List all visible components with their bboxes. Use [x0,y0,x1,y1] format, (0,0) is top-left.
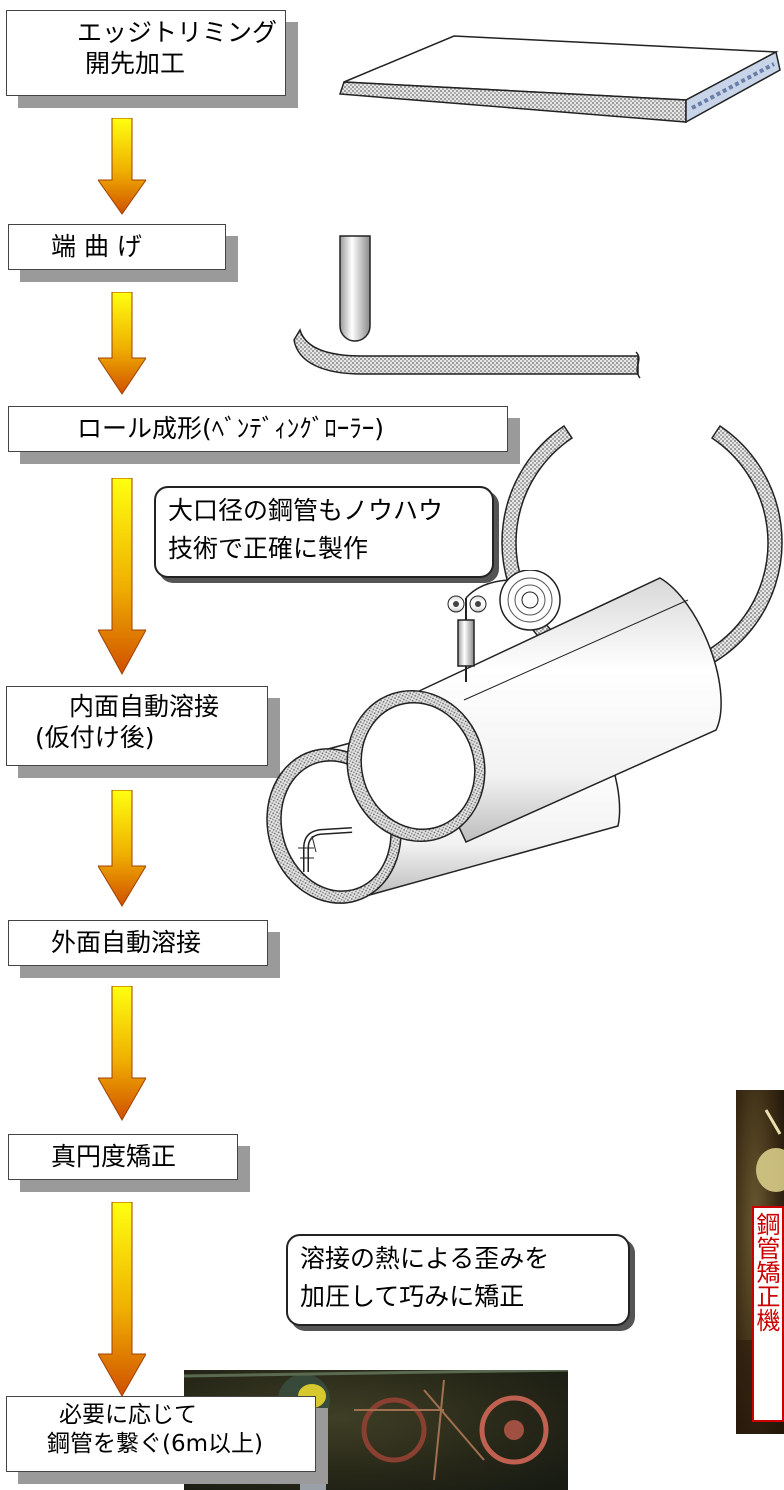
note-line: 加圧して巧みに矯正 [300,1281,525,1311]
step-end-bending: 端 曲 げ [8,224,226,270]
flow-arrow [98,118,146,215]
step-label: 端 曲 げ [51,232,142,261]
photo-caption: 鋼管矯正機 [752,1206,784,1422]
outer-welding-pipe-illustration [346,570,722,843]
wire-reel [499,570,561,631]
step-label: ロール成形(ﾍﾞﾝﾃﾞｨﾝｸﾞﾛｰﾗｰ) [77,414,385,443]
step-outer-welding: 外面自動溶接 [8,920,268,966]
flow-arrow [98,790,146,907]
step-inner-welding: 内面自動溶接 (仮付け後) [6,686,268,766]
step-roundness-correction: 真円度矯正 [8,1134,238,1180]
step-label: 鋼管を繋ぐ(6m以上) [47,1430,263,1457]
step-label: 開先加工 [85,49,186,79]
step-label: 外面自動溶接 [51,928,202,957]
steel-plate-illustration [338,35,781,124]
welding-torch [447,579,509,682]
note-large-diameter: 大口径の鋼管もノウハウ 技術で正確に製作 [154,486,494,578]
flow-arrow [98,478,146,676]
note-line: 大口径の鋼管もノウハウ [168,496,444,525]
step-label: (仮付け後) [35,723,155,753]
step-label: 真円度矯正 [51,1142,177,1171]
flow-arrow [98,292,146,395]
step-roll-forming: ロール成形(ﾍﾞﾝﾃﾞｨﾝｸﾞﾛｰﾗｰ) [8,406,508,452]
step-label: 内面自動溶接 [69,692,220,721]
step-label: エッジトリミング [77,18,278,47]
step-label: 必要に応じて [59,1402,197,1428]
flow-arrow [98,986,146,1122]
end-bending-illustration [293,235,641,379]
flow-arrow [98,1202,146,1398]
note-heat-distortion: 溶接の熱による歪みを 加圧して巧みに矯正 [286,1234,630,1326]
note-line: 溶接の熱による歪みを [300,1244,550,1273]
step-pipe-joining: 必要に応じて 鋼管を繋ぐ(6m以上) [6,1396,316,1472]
note-line: 技術で正確に製作 [168,533,369,563]
step-edge-trimming: エッジトリミング 開先加工 [6,10,286,96]
